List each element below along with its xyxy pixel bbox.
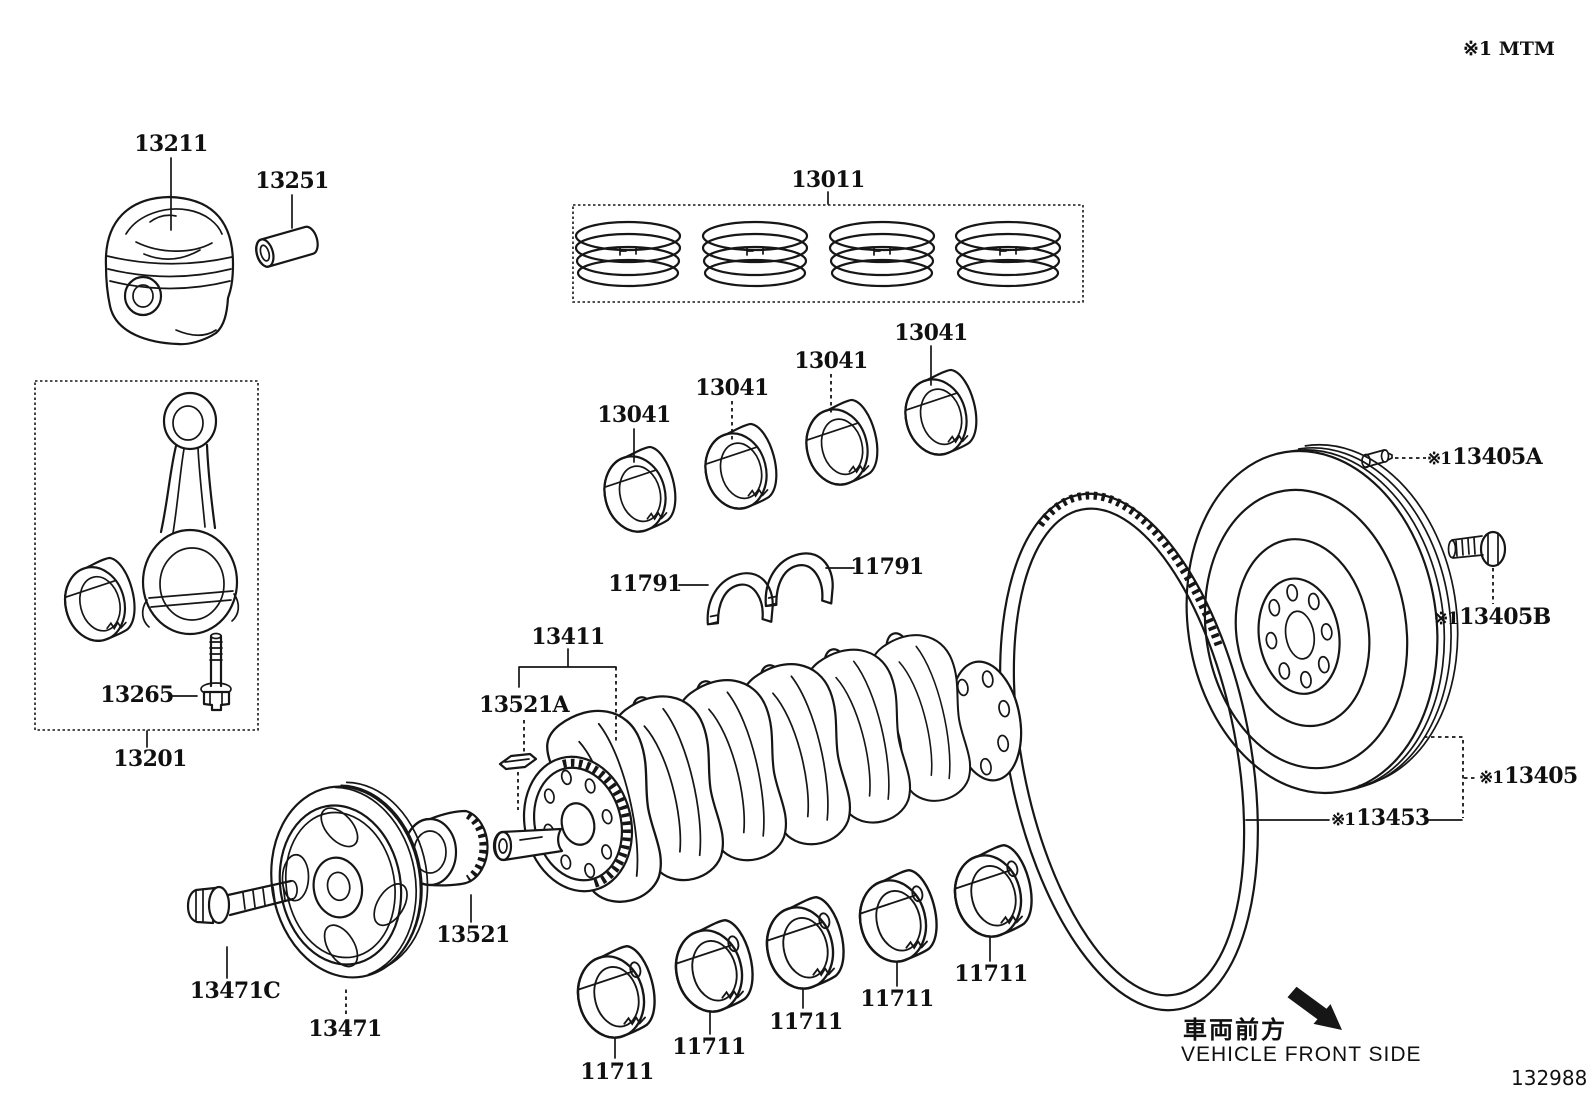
callout-main-bearing-3: 11711 [769,1009,843,1035]
figure-number: 132988 [1511,1066,1588,1090]
callout-piston-13211: 13211 [134,131,208,157]
front-side-label-en: VEHICLE FRONT SIDE [1181,1043,1422,1066]
crank-nose-stub [492,827,564,862]
callout-flywheel-13405: ※113405 [1479,763,1578,789]
ref-mark: ※1 [1434,609,1459,629]
callout-rod-subassy-13201: 13201 [113,746,187,772]
timing-sprocket-illustration [402,809,489,887]
piston-ring-set-box [572,204,1084,303]
callout-flywheel-bolt-13405B: ※113405B [1434,604,1551,630]
callout-crankshaft-13411: 13411 [531,624,605,650]
callout-rod-bolt-13265: 13265 [100,682,174,708]
callout-main-bearing-2: 11711 [672,1034,746,1060]
callout-piston-pin-13251: 13251 [255,168,329,194]
flywheel-assembly [999,443,1507,1012]
callout-flywheel-pin-13405A: ※113405A [1427,444,1543,470]
note-mtm: ※1 MTM [1463,38,1555,60]
ref-mark: ※1 [1479,768,1504,788]
callout-main-bearing-5: 11711 [954,961,1028,987]
callout-pulley-bolt-13471C: 13471C [189,978,281,1004]
callout-thrust-washer-left: 11791 [608,571,682,597]
thrust-washers [705,548,837,631]
front-side-label-jp: 車両前方 [1183,1016,1287,1044]
leader-lines [146,157,1494,1059]
pulley-illustration [270,781,429,979]
callout-rod-bearing-4: 13041 [894,320,968,346]
callout-rod-bearing-2: 13041 [695,375,769,401]
callout-thrust-washer-right: 11791 [850,554,924,580]
ring-gear-illustration [999,491,1259,1012]
callout-ring-gear-13453: ※113453 [1331,805,1430,831]
front-direction-arrow [1287,986,1342,1030]
pulley-bolt-illustration [186,879,298,925]
piston-pin-illustration [255,225,319,268]
callout-pulley-13471: 13471 [308,1016,382,1042]
flywheel-pin-illustration [1361,449,1393,469]
callout-key-13521A: 13521A [478,692,570,718]
flywheel-bolt-illustration [1447,530,1507,568]
callout-main-bearing-1: 11711 [580,1059,654,1085]
connecting-rod-box [34,380,259,731]
woodruff-key-illustration [498,752,538,771]
ref-mark: ※1 [1427,449,1452,469]
callout-rod-bearing-1: 13041 [597,402,671,428]
callout-ring-set-13011: 13011 [791,167,865,193]
callout-sprocket-13521: 13521 [436,922,510,948]
crankshaft-illustration [492,625,1023,913]
rod-bearings [594,365,986,540]
callout-rod-bearing-3: 13041 [794,348,868,374]
ref-mark: ※1 [1331,810,1356,830]
callout-main-bearing-4: 11711 [860,986,934,1012]
piston-illustration [104,195,235,346]
